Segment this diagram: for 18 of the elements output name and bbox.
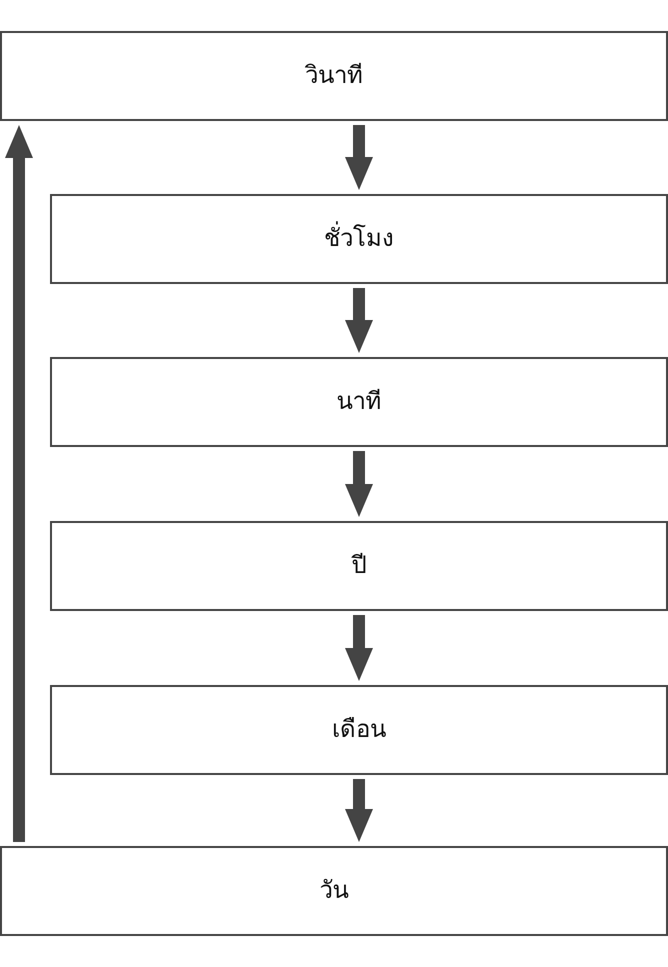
arrow <box>345 125 373 190</box>
process-box <box>50 521 668 611</box>
box-label: วินาที <box>305 60 363 92</box>
box-label: นาที <box>336 386 382 418</box>
process-box <box>0 31 668 121</box>
arrow <box>5 125 33 842</box>
box-label: ปี <box>352 550 366 582</box>
arrow <box>345 288 373 353</box>
arrow <box>345 615 373 681</box>
arrow <box>345 451 373 517</box>
box-label: ชั่วโมง <box>324 223 394 255</box>
process-box <box>50 194 668 284</box>
process-box <box>50 685 668 775</box>
arrow <box>345 779 373 842</box>
process-box <box>50 357 668 447</box>
box-label: วัน <box>320 875 348 906</box>
box-label: เดือน <box>332 714 386 746</box>
process-box <box>0 846 668 936</box>
